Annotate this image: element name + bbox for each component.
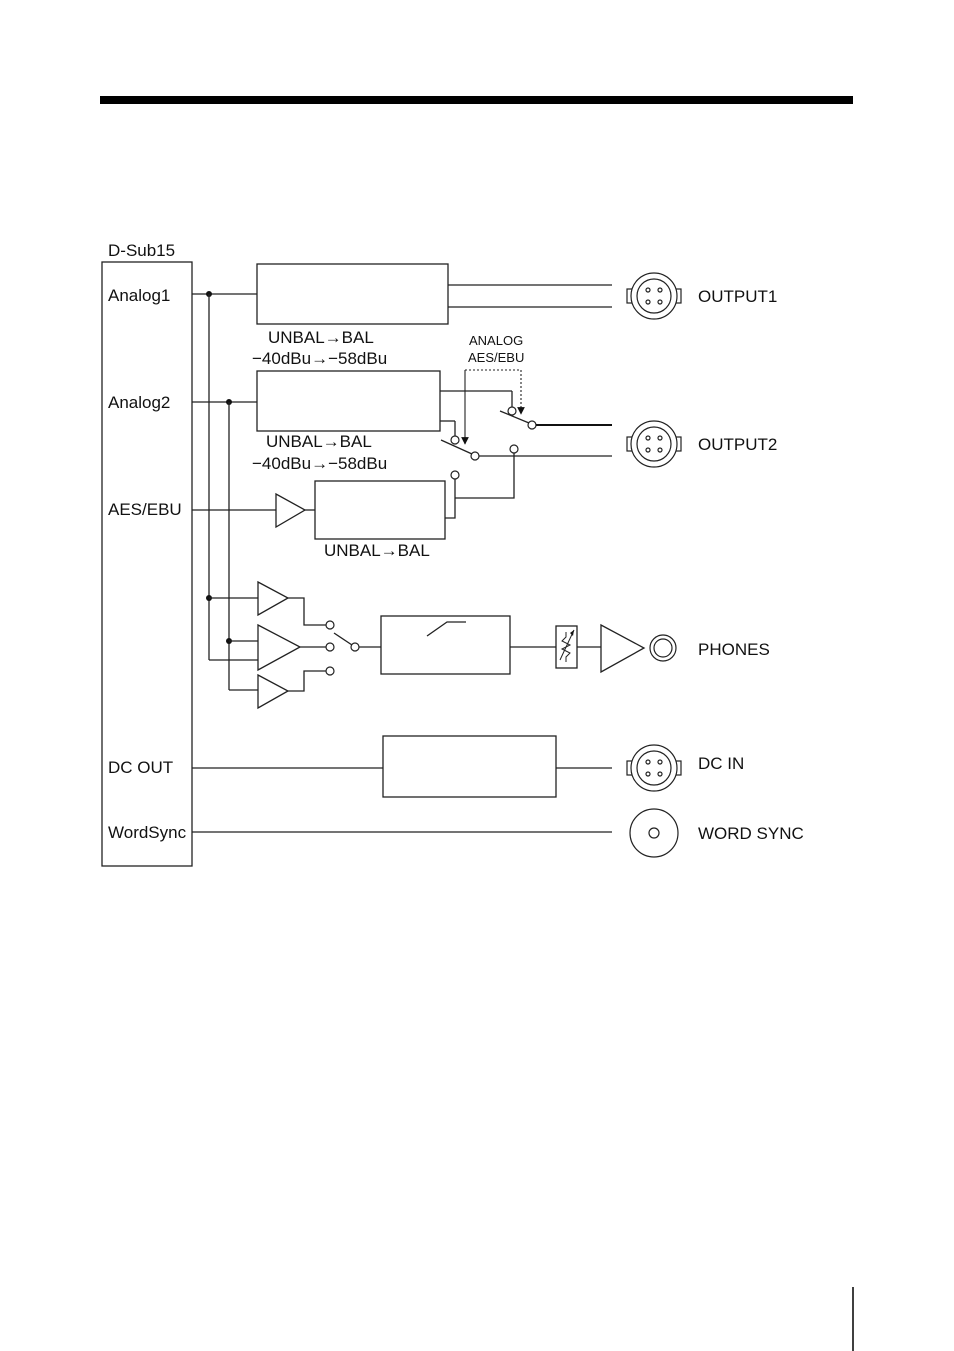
- aes-converter-label: UNBAL→BAL: [324, 541, 430, 560]
- dc-block: [383, 736, 556, 797]
- switch-upper-pivot: [528, 421, 536, 429]
- switch-upper-contact-b: [510, 445, 518, 453]
- selector-wire-1: [288, 598, 326, 625]
- selector-contact-1: [326, 621, 334, 629]
- phones-amp3-icon: [258, 675, 288, 708]
- switch-lower-pivot: [471, 452, 479, 460]
- pin-aes-ebu: AES/EBU: [108, 500, 182, 519]
- header-rule: [100, 96, 853, 104]
- word-sync-label: WORD SYNC: [698, 824, 804, 843]
- dc-in-label: DC IN: [698, 754, 744, 773]
- pin-dc-out: DC OUT: [108, 758, 173, 777]
- pin-analog1: Analog1: [108, 286, 170, 305]
- phones-output-amp-icon: [601, 625, 644, 672]
- output1-xlr-icon: [627, 273, 681, 319]
- selector-wire-3: [288, 671, 326, 691]
- phones-amp1-icon: [258, 582, 288, 615]
- volume-control-icon: [556, 626, 577, 668]
- pin-analog2: Analog2: [108, 393, 170, 412]
- analog2-level-label: −40dBu→−58dBu: [252, 454, 387, 473]
- aes-converter-block: [315, 481, 445, 539]
- analog1-level-label: −40dBu→−58dBu: [252, 349, 387, 368]
- switch-lower-contact-b: [451, 471, 459, 479]
- switch-label-aes: AES/EBU: [468, 350, 524, 365]
- analog2-converter-block: [257, 371, 440, 431]
- aes-out-to-lower-switch: [445, 479, 455, 518]
- phones-processing-block: [381, 616, 510, 674]
- output2-xlr-icon: [627, 421, 681, 467]
- selector-contact-3: [326, 667, 334, 675]
- output1-label: OUTPUT1: [698, 287, 777, 306]
- word-sync-bnc-icon: [630, 809, 678, 857]
- pin-word-sync: WordSync: [108, 823, 187, 842]
- analog1-converter-block: [257, 264, 448, 324]
- switch-label-analog: ANALOG: [469, 333, 523, 348]
- phones-label: PHONES: [698, 640, 770, 659]
- analog2-converter-label: UNBAL→BAL: [266, 432, 372, 451]
- dsub-title: D-Sub15: [108, 241, 175, 260]
- dc-in-xlr-icon: [627, 745, 681, 791]
- aes-out-to-upper-switch: [455, 453, 514, 498]
- aes-buffer-amp-icon: [276, 494, 305, 527]
- selector-pivot: [351, 643, 359, 651]
- selector-contact-2: [326, 643, 334, 651]
- phones-amp2-icon: [258, 625, 300, 670]
- analog1-converter-label: UNBAL→BAL: [268, 328, 374, 347]
- phones-jack-icon: [650, 635, 676, 661]
- switch-lower-contact-a: [451, 436, 459, 444]
- switch-upper-contact-a: [508, 407, 516, 415]
- selector-blade: [334, 633, 352, 645]
- output2-label: OUTPUT2: [698, 435, 777, 454]
